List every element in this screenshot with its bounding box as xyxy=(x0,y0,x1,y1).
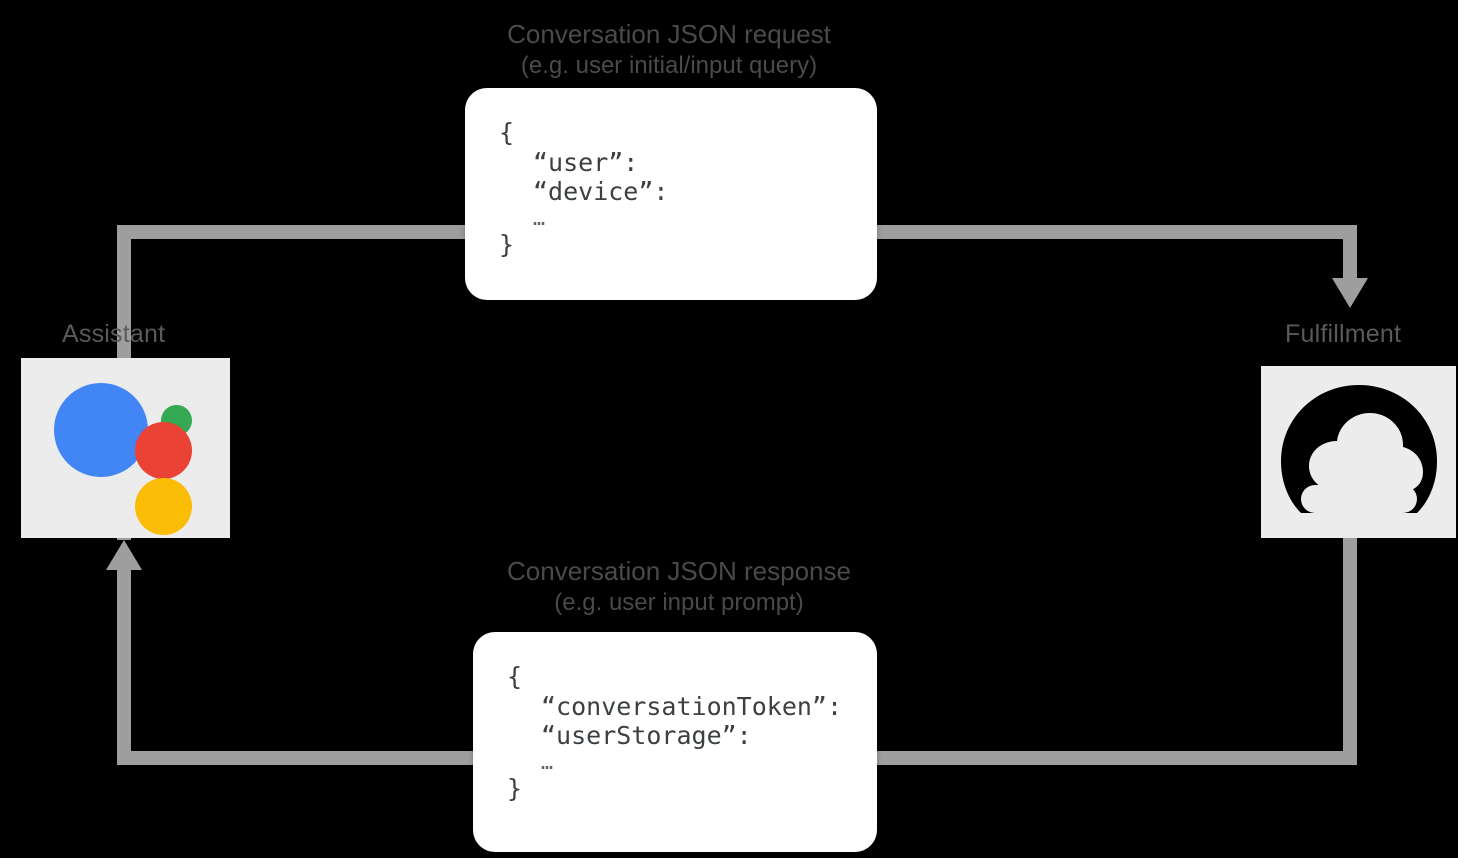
json-open-brace: { xyxy=(499,118,515,147)
assistant-yellow-dot xyxy=(134,478,192,535)
json-close-brace: } xyxy=(507,774,523,804)
response-caption-line1: Conversation JSON response xyxy=(507,556,851,586)
json-key-conversation-token: “conversationToken”: xyxy=(541,691,843,721)
json-open-brace: { xyxy=(507,662,523,691)
json-key-device: “device”: xyxy=(533,177,669,206)
fulfillment-node-tile[interactable] xyxy=(1261,366,1456,538)
json-key-user-storage: “userStorage”: xyxy=(541,721,752,750)
cloud-icon xyxy=(1280,385,1437,513)
json-ellipsis: … xyxy=(541,749,554,774)
fulfillment-node-label: Fulfillment xyxy=(1285,320,1402,348)
assistant-red-dot xyxy=(134,422,192,479)
assistant-node-tile[interactable] xyxy=(21,358,230,538)
google-assistant-icon xyxy=(37,372,215,535)
response-caption-line2: (e.g. user input prompt) xyxy=(554,589,804,617)
request-json-card: { “user”: “device”: … } xyxy=(465,88,877,300)
assistant-blue-dot xyxy=(53,383,148,477)
response-flow-caption: Conversation JSON response (e.g. user in… xyxy=(439,555,919,619)
request-caption-line1: Conversation JSON request xyxy=(507,19,831,49)
response-json-card: { “conversationToken”: “userStorage”: … … xyxy=(473,632,877,852)
json-close-brace: } xyxy=(499,230,515,260)
json-ellipsis: … xyxy=(533,205,546,230)
request-flow-caption: Conversation JSON request (e.g. user ini… xyxy=(429,18,909,82)
json-key-user: “user”: xyxy=(533,147,639,177)
request-caption-line2: (e.g. user initial/input query) xyxy=(520,52,818,80)
assistant-node-label: Assistant xyxy=(62,320,166,348)
